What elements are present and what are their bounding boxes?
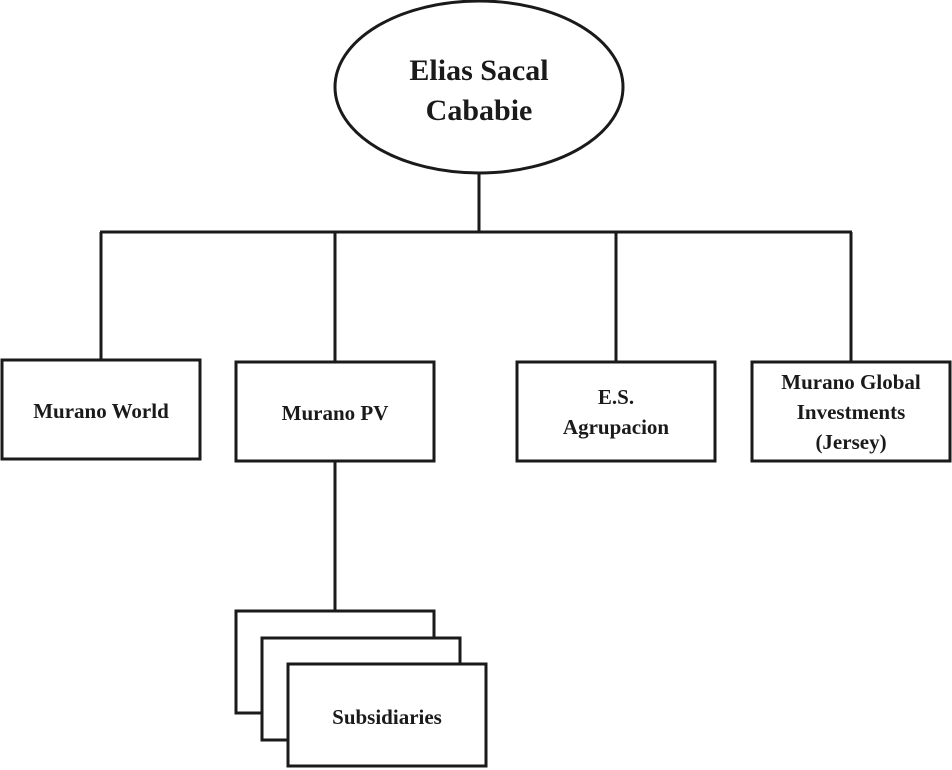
root-ellipse	[333, 0, 625, 175]
node-root: Elias Sacal Cababie	[333, 0, 625, 175]
murano-global-label-line-3: (Jersey)	[815, 430, 886, 454]
murano-pv-label: Murano PV	[282, 401, 389, 425]
node-es-agrupacion: E.S. Agrupacion	[515, 360, 717, 463]
root-label-line-1: Elias Sacal	[409, 54, 548, 87]
es-agrupacion-label-line-2: Agrupacion	[563, 415, 670, 439]
murano-world-label: Murano World	[33, 399, 169, 423]
murano-world-box	[0, 358, 202, 461]
node-murano-global: Murano Global Investments (Jersey)	[750, 360, 952, 463]
murano-global-label-line-2: Investments	[797, 400, 906, 424]
murano-global-box	[750, 360, 952, 463]
murano-pv-box	[234, 360, 436, 463]
subsidiaries-label: Subsidiaries	[332, 705, 442, 729]
es-agrupacion-box	[515, 360, 717, 463]
root-label-line-2: Cababie	[426, 94, 533, 127]
es-agrupacion-label-line-1: E.S.	[598, 385, 634, 409]
murano-global-label-line-1: Murano Global	[781, 370, 921, 394]
node-subsidiaries: Subsidiaries	[234, 609, 488, 768]
subsidiaries-stack-front	[286, 662, 488, 768]
node-murano-pv: Murano PV	[234, 360, 436, 463]
node-murano-world: Murano World	[0, 358, 202, 461]
